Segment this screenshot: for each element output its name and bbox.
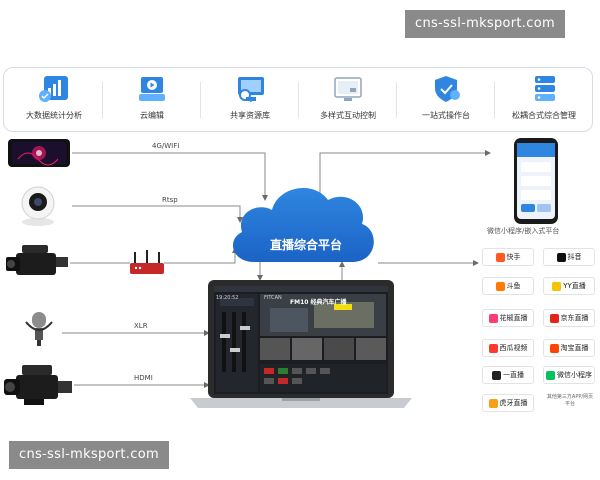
link-label-rtsp: Rtsp	[162, 196, 178, 204]
feature-label: 松耦合式综合管理	[512, 111, 576, 120]
platform-taobao: 淘宝直播	[543, 339, 595, 357]
platform-huya: 虎牙直播	[482, 394, 534, 412]
display-icon	[330, 74, 366, 104]
platform-douyu: 斗鱼	[482, 277, 534, 295]
yy-icon	[552, 281, 562, 291]
search-monitor-icon	[232, 74, 268, 104]
chart-icon	[36, 74, 72, 104]
platform-wechat-miniprogram: 微信小程序	[543, 366, 595, 384]
feature-label: 多样式互动控制	[320, 111, 376, 120]
taobao-icon	[549, 343, 559, 353]
platform-xigua: 西瓜视频	[482, 339, 534, 357]
feature-big-data: 大数据统计分析	[6, 74, 102, 126]
jd-icon	[549, 313, 559, 323]
feature-one-stop-console: 一站式操作台	[398, 74, 494, 126]
feature-bar: 大数据统计分析 云编辑 共享资源库	[3, 67, 593, 132]
feature-label: 一站式操作台	[422, 111, 470, 120]
microphone-source	[22, 310, 56, 352]
feature-cloud-edit: 云编辑	[104, 74, 200, 126]
ptz-camera-source	[18, 184, 58, 230]
camcorder-source	[6, 243, 70, 285]
play-folder-icon	[134, 74, 170, 104]
cloud-platform	[222, 176, 382, 272]
screen-time: 19:20:52	[216, 295, 239, 301]
mobile-phone	[514, 138, 558, 228]
platform-kuaishou: 快手	[482, 248, 534, 266]
feature-interactive-control: 多样式互动控制	[300, 74, 396, 126]
link-label-wifi: 4G/WIFI	[152, 142, 180, 150]
feature-management: 松耦合式综合管理	[496, 74, 592, 126]
pro-camera-source	[4, 363, 74, 413]
watermark-top: cns-ssl-mksport.com	[405, 10, 565, 38]
other-platforms: 其他第三方APP/网页平台	[546, 394, 594, 407]
platform-jd: 京东直播	[543, 309, 595, 327]
server-stack-icon	[526, 74, 562, 104]
douyu-icon	[495, 281, 505, 291]
feature-shared-library: 共享资源库	[202, 74, 298, 126]
screen-title: FM10 经典汽车广播	[290, 299, 347, 306]
xigua-icon	[488, 343, 498, 353]
yizhibo-icon	[492, 370, 501, 380]
smartphone-source	[8, 139, 70, 171]
kuaishou-icon	[495, 252, 505, 262]
feature-label: 云编辑	[140, 111, 164, 120]
laptop-console	[190, 278, 412, 416]
cloud-label: 直播综合平台	[269, 238, 342, 252]
feature-label: 共享资源库	[230, 111, 270, 120]
platform-yizhibo: 一直播	[482, 366, 534, 384]
platform-huajiao: 花椒直播	[482, 309, 534, 327]
feature-label: 大数据统计分析	[26, 111, 82, 120]
huajiao-icon	[488, 313, 498, 323]
screen-brand: FITCAN	[264, 295, 282, 301]
douyin-icon	[556, 252, 566, 262]
link-label-xlr: XLR	[134, 322, 148, 330]
shield-icon	[428, 74, 464, 104]
platform-yy: YY直播	[543, 277, 595, 295]
huya-icon	[488, 398, 498, 408]
router-source	[130, 250, 164, 280]
link-label-hdmi: HDMI	[134, 374, 153, 382]
platform-douyin: 抖音	[543, 248, 595, 266]
wechat-icon	[546, 370, 555, 380]
phone-caption: 微信小程序/嵌入式平台	[487, 227, 560, 235]
watermark-bottom: cns-ssl-mksport.com	[9, 441, 169, 469]
